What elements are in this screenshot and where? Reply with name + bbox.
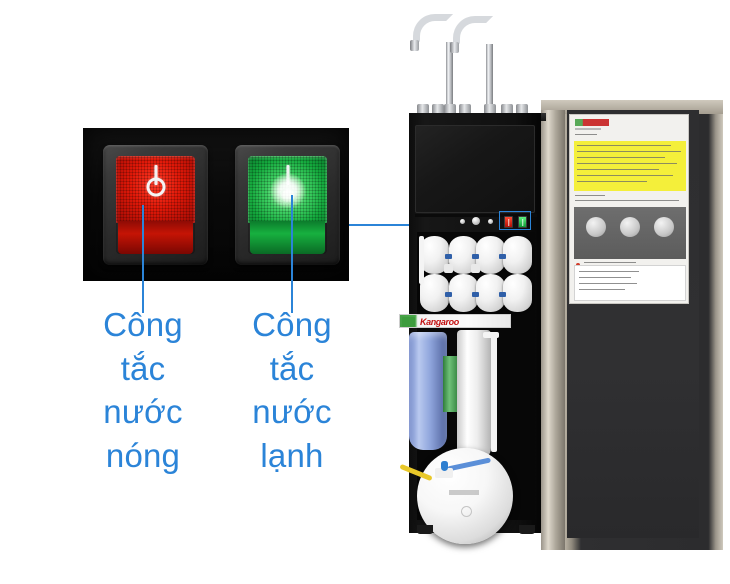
dial-icon [654, 217, 674, 237]
cold-water-switch[interactable] [235, 145, 340, 265]
ro-membrane [503, 274, 532, 312]
label-line-1: Công [103, 306, 183, 343]
cabinet-foot [519, 525, 535, 534]
indicator-led-icon [488, 219, 493, 224]
cabinet-door[interactable] [541, 100, 723, 550]
table-heading-rule [584, 262, 636, 264]
indicator-led-icon [460, 219, 465, 224]
table-row [579, 283, 637, 285]
water-tube [491, 336, 497, 452]
label-line-2: tắc [269, 349, 315, 387]
filter-clip [445, 292, 452, 297]
cold-water-switch-label: Công tắc nước lạnh [222, 303, 362, 477]
cold-rocker-skirt [250, 220, 325, 254]
blue-filter-housing [409, 332, 447, 450]
filter-clip [445, 254, 452, 259]
green-filter-cartridge [443, 356, 459, 412]
membrane-row-top [420, 236, 532, 276]
water-tube [483, 332, 499, 338]
faucet-stem [446, 42, 453, 108]
table-row [579, 271, 639, 273]
indicator-glow [270, 173, 305, 208]
label-line-4: nóng [105, 436, 181, 474]
warning-text-rule [577, 151, 681, 153]
water-purifier-photo: Kangaroo [395, 0, 730, 584]
hot-water-switch[interactable] [103, 145, 208, 265]
label-line-3: nước [103, 393, 183, 431]
filter-joint [444, 264, 453, 273]
filter-clip [499, 292, 506, 297]
faucet-tip [450, 42, 459, 53]
callout-connector-line [349, 224, 467, 226]
tank-cap [461, 506, 472, 517]
dial-icon [620, 217, 640, 237]
cold-rocker-face [248, 156, 327, 223]
section-text-rule [575, 200, 679, 202]
cabinet-foot [417, 525, 433, 534]
tank-label [449, 490, 479, 495]
hot-water-switch-label: Công tắc nước nóng [73, 303, 213, 477]
warning-text-rule [577, 145, 671, 147]
hot-rocker-body [116, 156, 195, 254]
brand-name: Kangaroo [420, 317, 459, 327]
switch-closeup-panel [83, 128, 349, 281]
instruction-label [569, 114, 689, 304]
brand-logo-icon [575, 119, 609, 126]
label-line-1: Công [252, 306, 332, 343]
cabinet-divider [415, 214, 537, 217]
water-tube [419, 236, 424, 284]
label-line-2: tắc [120, 349, 166, 387]
cold-switch-pointer-line [291, 195, 293, 313]
faucet-stem [486, 44, 493, 108]
brand-mark-icon [402, 317, 415, 327]
warning-text-rule [577, 169, 659, 171]
warning-block [574, 141, 686, 191]
upper-compartment-door[interactable] [415, 125, 535, 213]
label-heading-rule [575, 134, 597, 136]
filter-joint [471, 264, 480, 273]
table-row [579, 289, 625, 291]
filter-clip [472, 292, 479, 297]
spec-table [574, 265, 686, 301]
switch-highlight-box [499, 211, 531, 230]
tank-valve [435, 468, 453, 478]
hot-rocker-skirt [118, 220, 193, 254]
filter-clip [472, 254, 479, 259]
indicator-led-icon [472, 217, 480, 225]
control-panel [457, 215, 523, 229]
brand-nameplate: Kangaroo [399, 314, 511, 328]
power-off-mark-icon [146, 177, 165, 197]
hot-switch-pointer-line [142, 205, 144, 313]
warning-text-rule [577, 157, 665, 159]
white-filter-housing [457, 330, 491, 460]
warning-text-rule [577, 163, 677, 165]
valve-knob[interactable] [441, 461, 448, 471]
filter-clip [499, 254, 506, 259]
diagram-block [574, 207, 686, 259]
label-line-3: nước [252, 393, 332, 431]
faucet-arc [453, 16, 493, 50]
faucet-arc [413, 14, 453, 48]
power-on-mark-icon [154, 164, 157, 185]
faucet-tip [410, 40, 419, 51]
ro-membrane [503, 236, 532, 274]
label-line-4: lạnh [260, 436, 324, 474]
hot-water-switch-on-unit[interactable] [504, 216, 513, 228]
table-row [579, 277, 631, 279]
cold-water-switch-on-unit[interactable] [518, 216, 527, 228]
hot-rocker-face [116, 156, 195, 223]
label-subtitle-rule [575, 128, 601, 130]
warning-text-rule [577, 175, 673, 177]
ro-membrane [420, 274, 449, 312]
section-heading-rule [575, 195, 605, 197]
door-hinge-edge [541, 110, 565, 550]
dial-icon [586, 217, 606, 237]
warning-text-rule [577, 181, 647, 183]
membrane-row-bottom [420, 274, 532, 314]
cold-rocker-body [248, 156, 327, 254]
